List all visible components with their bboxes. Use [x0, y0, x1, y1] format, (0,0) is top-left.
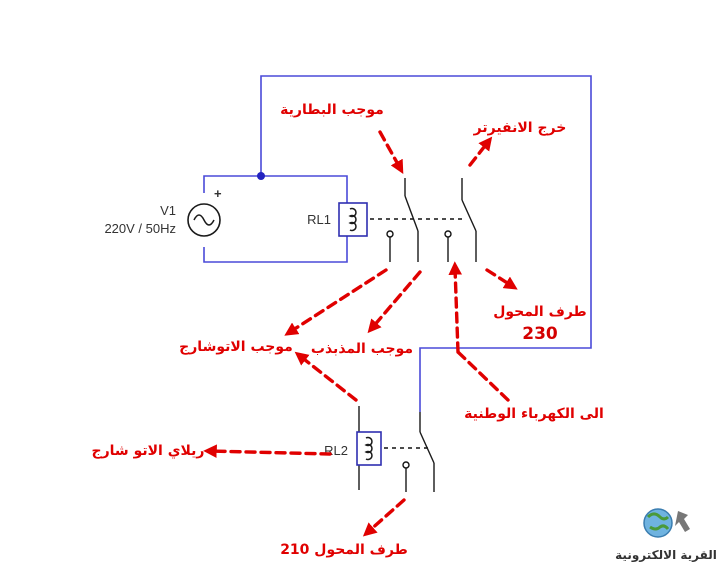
- wires: [203, 75, 592, 412]
- arrow-transformer-210: [362, 498, 406, 537]
- wrench-icon: [675, 511, 690, 532]
- label-transformer-230: طرف المحول: [493, 304, 587, 320]
- site-logo: [643, 508, 690, 538]
- junction-dot: [257, 172, 265, 180]
- arrow-auto-charge-2: [294, 351, 358, 402]
- relay-rl1: RL1: [307, 178, 477, 262]
- wire-source-top: [203, 175, 348, 203]
- arrow-mains-a: [456, 350, 510, 402]
- arrow-transformer-230: [485, 268, 518, 290]
- label-oscillator-positive: موجب المذبذب: [311, 341, 413, 357]
- source-name: V1: [160, 203, 176, 218]
- arrow-auto-charge: [284, 268, 388, 336]
- sine-wave-icon: [193, 214, 215, 226]
- relay-rl2: RL2: [324, 406, 435, 492]
- relay-rl1-label: RL1: [307, 212, 331, 227]
- label-battery-positive: موجب البطارية: [280, 102, 384, 118]
- source-rating: 220V / 50Hz: [104, 221, 176, 236]
- arrow-battery: [378, 130, 404, 174]
- source-polarity: +: [214, 186, 222, 201]
- label-value-230: 230: [522, 324, 558, 344]
- label-mains: الى الكهرباء الوطنية: [464, 406, 604, 422]
- labels: موجب البطارية خرج الانفيرتر طرف المحول 2…: [92, 102, 604, 558]
- globe-icon: [643, 508, 673, 538]
- label-auto-charge-relay: ريلاي الاتو شارج: [92, 443, 205, 460]
- logo-text: القرية الالكترونية: [615, 548, 717, 562]
- relay-rl2-label: RL2: [324, 443, 348, 458]
- label-transformer-210: طرف المحول 210: [280, 542, 408, 558]
- wire-source-bottom: [203, 235, 348, 263]
- wire-top-loop: [260, 75, 592, 412]
- arrow-inverter: [468, 136, 493, 167]
- arrow-oscillator: [367, 270, 422, 334]
- label-inverter-output: خرج الانفيرتر: [473, 120, 567, 136]
- annotation-arrows: [203, 130, 518, 537]
- arrow-relay-auto: [203, 444, 332, 458]
- label-auto-charge-positive: موجب الاتوشارج: [179, 339, 293, 355]
- ac-source-v1: + V1 220V / 50Hz: [104, 186, 222, 237]
- arrow-mains-b: [448, 261, 463, 354]
